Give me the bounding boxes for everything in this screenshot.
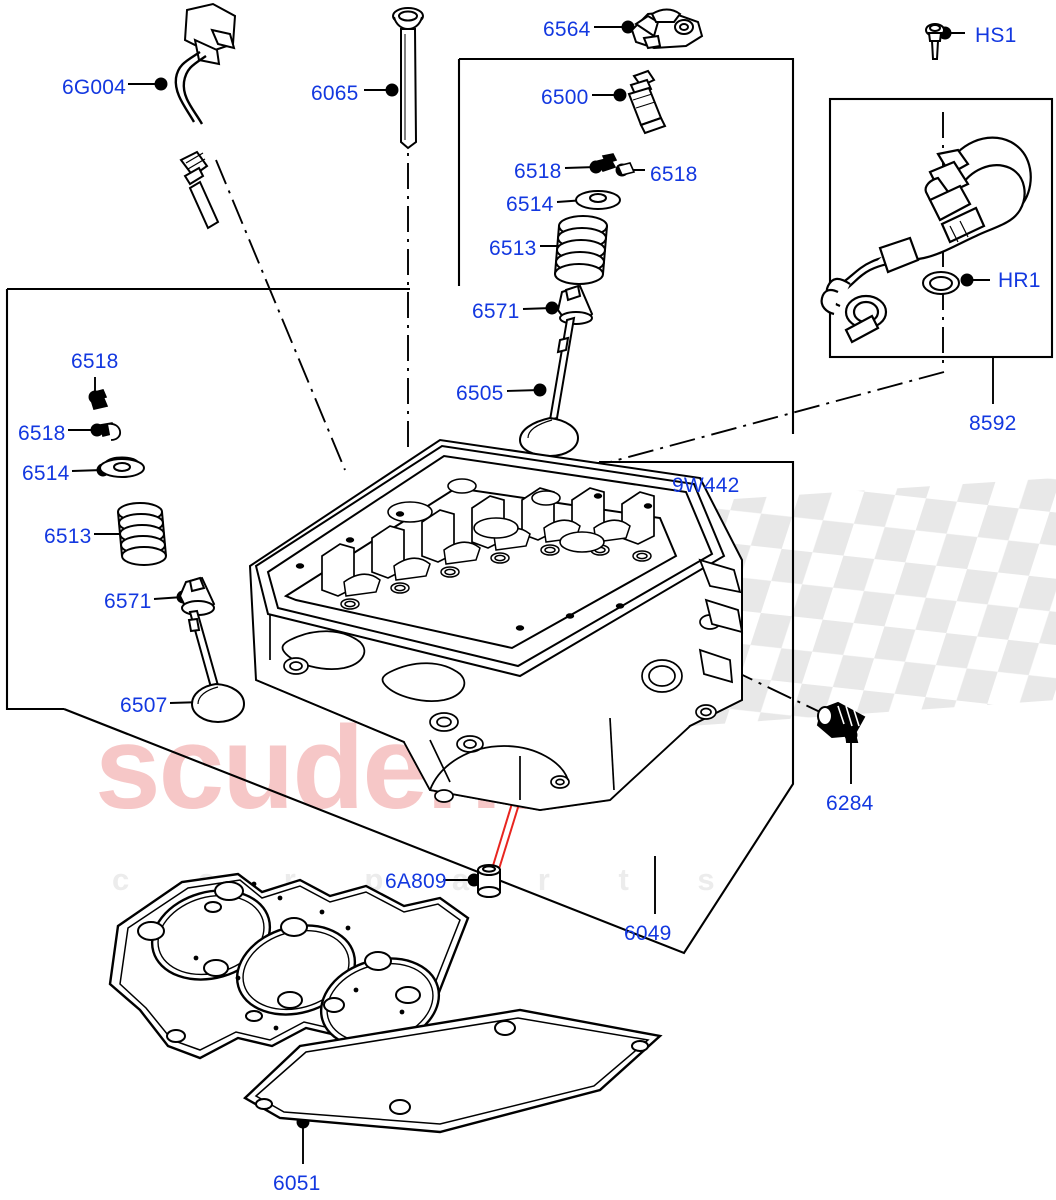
part-6518-valve-collets-top bbox=[596, 153, 636, 176]
part-label-6518-left-lower[interactable]: 6518 bbox=[18, 422, 66, 445]
part-label-6514-left[interactable]: 6514 bbox=[22, 462, 70, 485]
part-6049-cylinder-head bbox=[248, 438, 744, 812]
part-6514-spring-retainer-top bbox=[575, 190, 621, 210]
part-label-6518-top-left[interactable]: 6518 bbox=[514, 160, 562, 183]
frame-hose-8592 bbox=[828, 97, 1054, 359]
part-6513-valve-spring-top bbox=[554, 215, 608, 285]
part-label-6051[interactable]: 6051 bbox=[273, 1172, 321, 1195]
part-6571-valve-stem-seal-left bbox=[178, 576, 216, 616]
checkered-flag-watermark bbox=[690, 478, 1056, 726]
part-6065-cylinder-head-bolt bbox=[392, 7, 424, 150]
part-hr1-hose-clamp-ring bbox=[921, 270, 961, 296]
part-label-6049[interactable]: 6049 bbox=[624, 922, 672, 945]
part-label-6507[interactable]: 6507 bbox=[120, 694, 168, 717]
axis-hose-diag bbox=[609, 371, 945, 463]
part-label-hr1[interactable]: HR1 bbox=[998, 269, 1041, 292]
part-6507-exhaust-valve bbox=[187, 609, 246, 724]
part-6051-cylinder-head-gasket bbox=[108, 872, 663, 1134]
part-label-6065[interactable]: 6065 bbox=[311, 82, 359, 105]
axis-6g004 bbox=[215, 159, 346, 471]
part-6564-rocker-arm bbox=[630, 8, 704, 50]
part-label-6514-top[interactable]: 6514 bbox=[506, 193, 554, 216]
part-label-6564[interactable]: 6564 bbox=[543, 18, 591, 41]
part-label-6g004[interactable]: 6G004 bbox=[62, 76, 127, 99]
part-label-6500[interactable]: 6500 bbox=[541, 86, 589, 109]
part-label-6a809[interactable]: 6A809 bbox=[385, 870, 447, 893]
part-6a809-dowel-pin bbox=[477, 864, 501, 898]
part-label-6284[interactable]: 6284 bbox=[826, 792, 874, 815]
part-6500-hydraulic-lash-adjuster bbox=[627, 69, 667, 135]
part-label-6571-top[interactable]: 6571 bbox=[472, 300, 520, 323]
part-6g004-coolant-temperature-sensor bbox=[174, 2, 237, 230]
part-6505-intake-valve bbox=[518, 316, 580, 458]
leader-6518a bbox=[564, 160, 603, 174]
part-label-8592[interactable]: 8592 bbox=[969, 412, 1017, 435]
part-label-hs1[interactable]: HS1 bbox=[975, 24, 1017, 47]
part-label-9w442[interactable]: 9W442 bbox=[672, 474, 740, 497]
part-8592-coolant-hose-assembly bbox=[820, 136, 1032, 344]
leader-6514b bbox=[71, 463, 110, 477]
part-label-6513-top[interactable]: 6513 bbox=[489, 237, 537, 260]
frame-valvetrain-top bbox=[459, 57, 795, 434]
leader-6505 bbox=[506, 383, 547, 397]
leader-6571b bbox=[153, 590, 190, 604]
part-6518-valve-collets-left bbox=[88, 389, 122, 441]
leader-6571a bbox=[522, 301, 559, 315]
part-hs1-hose-clamp-screw bbox=[925, 23, 945, 60]
part-label-6505[interactable]: 6505 bbox=[456, 382, 504, 405]
part-6513-valve-spring-left bbox=[117, 502, 167, 566]
part-label-6513-left[interactable]: 6513 bbox=[44, 525, 92, 548]
part-label-6571-left[interactable]: 6571 bbox=[104, 590, 152, 613]
part-6514-spring-retainer-left bbox=[99, 456, 145, 478]
part-6571-valve-stem-seal-top bbox=[556, 284, 594, 326]
part-label-6518-top-right[interactable]: 6518 bbox=[650, 163, 698, 186]
part-6284-sensor-connector bbox=[816, 701, 866, 743]
part-label-6518-left-upper[interactable]: 6518 bbox=[71, 350, 119, 373]
